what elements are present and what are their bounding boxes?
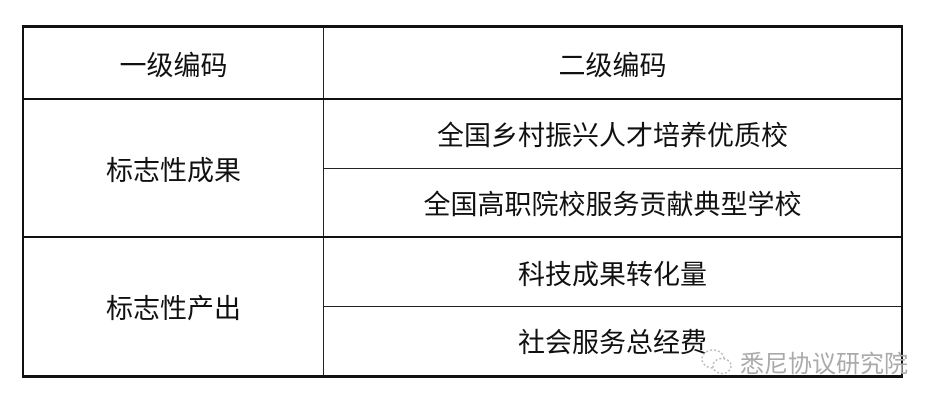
- level1-cell: 标志性产出: [22, 236, 324, 378]
- level1-cell: 标志性成果: [22, 98, 324, 238]
- wechat-icon: [701, 348, 732, 374]
- header-level2: 二级编码: [323, 26, 903, 100]
- watermark-text: 悉尼协议研究院: [740, 350, 908, 378]
- header-row: 一级编码 二级编码: [22, 26, 903, 100]
- level2-cell: 全国高职院校服务贡献典型学校: [323, 167, 903, 238]
- level2-cell: 全国乡村振兴人才培养优质校: [323, 98, 903, 169]
- watermark: 悉尼协议研究院: [700, 344, 908, 379]
- level2-cell: 社会服务总经费: [323, 305, 903, 378]
- table-row: 标志性产出 科技成果转化量: [22, 236, 903, 378]
- table-row: 社会服务总经费: [23, 305, 903, 378]
- table-row: 标志性成果 全国乡村振兴人才培养优质校: [22, 98, 903, 238]
- level2-cell: 科技成果转化量: [323, 236, 903, 307]
- coding-table: 一级编码 二级编码 标志性成果 全国乡村振兴人才培养优质校 全国高职院校服务贡献…: [22, 25, 903, 378]
- table-row: 全国高职院校服务贡献典型学校: [23, 167, 903, 238]
- header-level1: 一级编码: [22, 26, 324, 100]
